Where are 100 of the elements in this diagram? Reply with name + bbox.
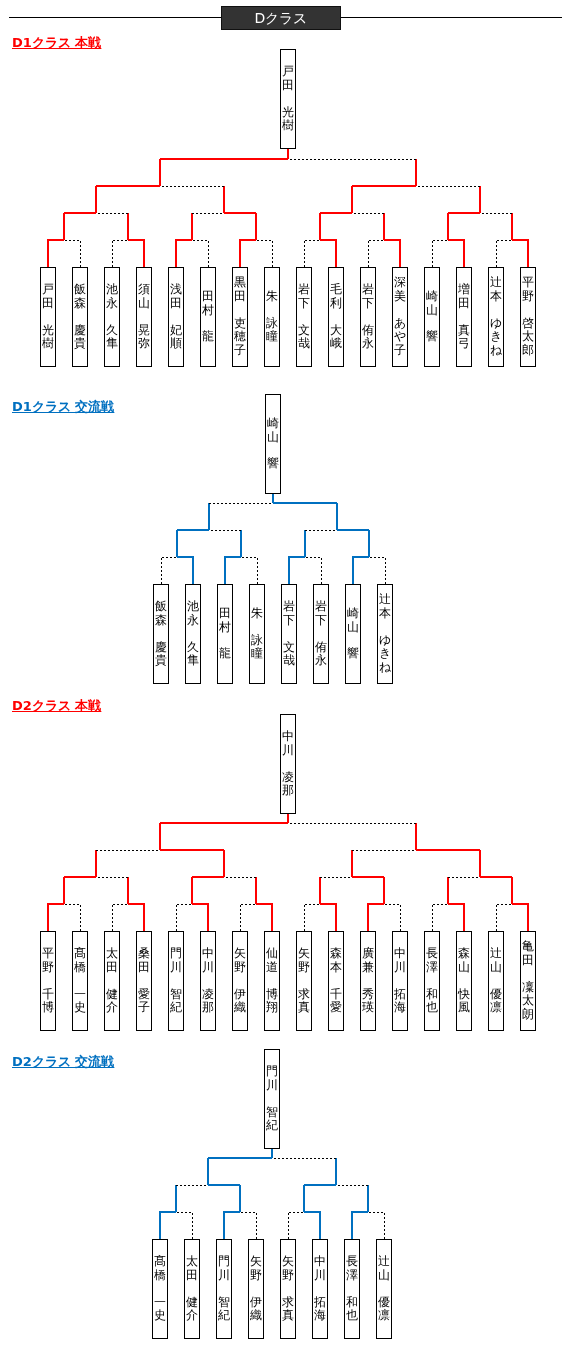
- name-box: [488, 931, 504, 1031]
- name-box: [152, 1239, 168, 1339]
- name-box: [376, 1239, 392, 1339]
- name-box: [520, 267, 536, 367]
- name-box: [280, 714, 296, 814]
- name-text: 侑永: [315, 640, 327, 669]
- name-text: 秀瑛: [362, 987, 374, 1016]
- name-text: 太田: [186, 1254, 198, 1283]
- bracket-line: [287, 148, 289, 160]
- name-box: [328, 931, 344, 1031]
- name-text: 一史: [74, 987, 86, 1016]
- bracket-line: [272, 502, 338, 504]
- name-text: 浅田: [170, 282, 182, 311]
- name-box: [184, 1239, 200, 1339]
- bracket-line: [208, 529, 242, 531]
- bracket-line: [447, 212, 481, 214]
- section-title: Dクラス: [221, 6, 341, 30]
- name-box: [232, 267, 248, 367]
- bracket-line: [239, 1184, 241, 1213]
- bracket-line: [368, 529, 370, 558]
- name-text: 光樹: [282, 105, 294, 134]
- name-box: [424, 267, 440, 367]
- name-box: [424, 931, 440, 1031]
- bracket-line: [479, 876, 513, 878]
- bracket-line: [175, 1184, 177, 1213]
- bracket-line: [223, 212, 257, 214]
- bracket-line: [511, 876, 513, 905]
- bracket-line: [255, 239, 273, 268]
- name-box: [296, 931, 312, 1031]
- name-text: 響: [267, 457, 279, 472]
- name-text: 辻山: [378, 1254, 390, 1283]
- name-text: 伊織: [234, 987, 246, 1016]
- name-text: 矢野: [282, 1254, 294, 1283]
- bracket-line: [63, 239, 81, 268]
- bracket-line: [63, 212, 65, 241]
- name-text: 亀田: [522, 940, 534, 968]
- name-box: [168, 267, 184, 367]
- name-text: 森山: [458, 946, 470, 975]
- bracket-line: [224, 556, 242, 585]
- bracket-line: [319, 239, 337, 268]
- name-box: [249, 584, 265, 684]
- bracket-line: [240, 556, 258, 585]
- bracket-line: [447, 903, 465, 932]
- bracket-line: [47, 239, 65, 268]
- name-box: [264, 931, 280, 1031]
- bracket-line: [304, 529, 306, 558]
- name-box: [200, 267, 216, 367]
- bracket-line: [367, 1184, 369, 1213]
- name-text: 朱: [251, 606, 263, 621]
- name-text: 優凛: [378, 1295, 390, 1324]
- name-text: 岩下: [298, 282, 310, 311]
- name-box: [136, 931, 152, 1031]
- bracket-line: [368, 556, 386, 585]
- name-text: 龍: [202, 330, 214, 345]
- bracket-line: [175, 903, 193, 932]
- name-text: 矢野: [250, 1254, 262, 1283]
- bracket-line: [191, 903, 209, 932]
- bracket-line: [176, 529, 210, 531]
- name-text: 龍: [219, 647, 231, 662]
- bracket-line: [319, 903, 337, 932]
- name-text: 一史: [154, 1295, 166, 1324]
- bracket-line: [208, 502, 274, 504]
- name-text: 朱: [266, 289, 278, 304]
- bracket-line: [511, 212, 513, 241]
- name-text: 伊織: [250, 1295, 262, 1324]
- name-text: 凜太朗: [522, 980, 534, 1022]
- name-text: 和也: [426, 987, 438, 1016]
- bracket-line: [159, 1211, 177, 1240]
- name-box: [328, 267, 344, 367]
- name-text: 平野: [522, 276, 534, 304]
- bracket-line: [191, 212, 193, 241]
- name-text: 光樹: [42, 323, 54, 352]
- bracket-line: [336, 529, 370, 531]
- bracket-line: [303, 1184, 305, 1213]
- name-text: 飯森: [155, 599, 167, 628]
- bracket-line: [287, 158, 417, 160]
- name-text: 太田: [106, 946, 118, 975]
- bracket-line: [319, 212, 321, 241]
- name-text: 門川: [170, 946, 182, 975]
- name-text: 凌那: [202, 987, 214, 1016]
- bracket-line: [159, 822, 289, 824]
- bracket-line: [159, 158, 161, 187]
- bracket-line: [447, 239, 465, 268]
- name-text: 真弓: [458, 323, 470, 352]
- bracket-line: [95, 185, 161, 187]
- bracket-line: [95, 212, 129, 214]
- bracket-line: [415, 185, 481, 187]
- bracket-line: [287, 1211, 305, 1240]
- name-text: 池永: [106, 282, 118, 311]
- name-text: ゆきね: [490, 316, 502, 358]
- name-text: 大峨: [330, 323, 342, 352]
- bracket-line: [223, 185, 225, 214]
- name-text: 慶貴: [155, 640, 167, 669]
- name-text: 中川: [202, 946, 214, 975]
- name-text: 仙道: [266, 946, 278, 975]
- name-text: 求真: [282, 1295, 294, 1324]
- bracket-line: [223, 876, 257, 878]
- bracket-line: [479, 849, 481, 878]
- name-text: 田村: [219, 606, 231, 635]
- bracket-line: [336, 502, 338, 531]
